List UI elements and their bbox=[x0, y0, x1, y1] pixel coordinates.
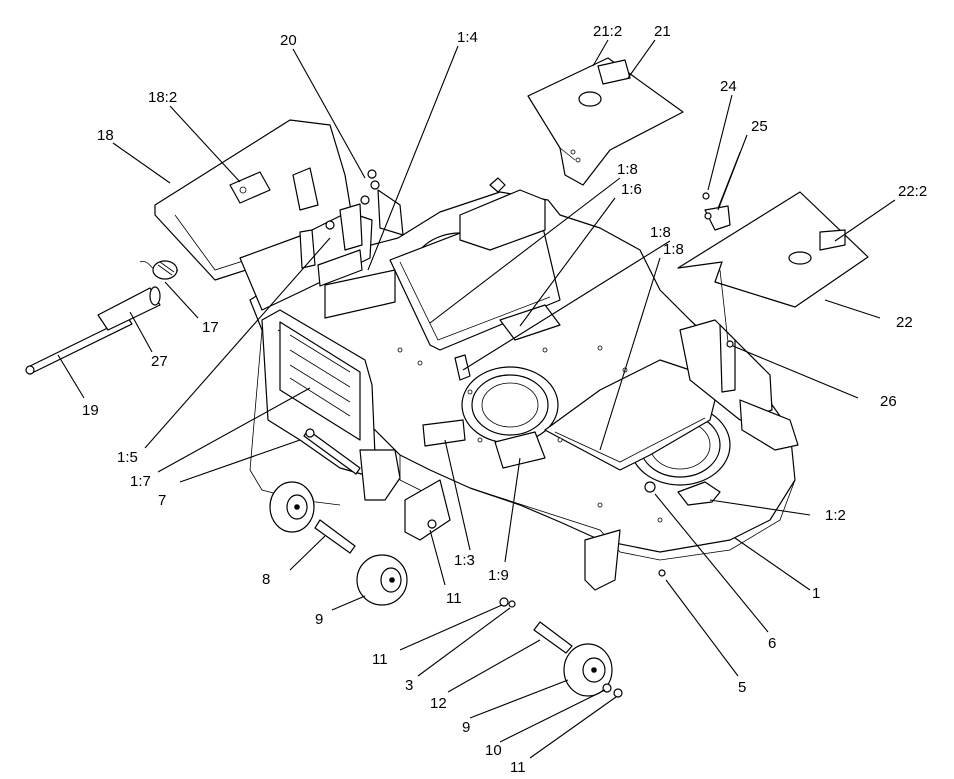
callout-1-8a: 1:8 bbox=[617, 161, 638, 178]
callout-11c: 11 bbox=[510, 759, 526, 776]
callout-25: 25 bbox=[751, 118, 768, 135]
callout-9b: 9 bbox=[462, 719, 470, 736]
callout-1-7: 1:7 bbox=[130, 473, 151, 490]
callout-1-9: 1:9 bbox=[488, 567, 509, 584]
callout-18: 18 bbox=[97, 127, 114, 144]
callout-21: 21 bbox=[654, 23, 671, 40]
callout-11b: 11 bbox=[372, 651, 388, 668]
callout-10: 10 bbox=[485, 742, 502, 759]
callout-17: 17 bbox=[202, 319, 219, 336]
callout-7: 7 bbox=[158, 492, 166, 509]
callout-1: 1 bbox=[812, 585, 820, 602]
side-decal bbox=[279, 321, 361, 441]
decal-1-2 bbox=[677, 481, 721, 506]
callout-19: 19 bbox=[82, 402, 99, 419]
axle-pin-7 bbox=[303, 428, 361, 475]
rear-wheel bbox=[563, 643, 613, 697]
callout-1-8b: 1:8 bbox=[650, 224, 671, 241]
hardware-small bbox=[427, 481, 666, 698]
decal-1-3 bbox=[422, 419, 466, 447]
spacer-27 bbox=[97, 286, 161, 331]
axle-8 bbox=[314, 519, 356, 554]
callout-22: 22 bbox=[896, 314, 913, 331]
decal-1-8-a bbox=[454, 354, 471, 381]
callout-1-3: 1:3 bbox=[454, 552, 475, 569]
callout-1-2: 1:2 bbox=[825, 507, 846, 524]
belt-cover-22 bbox=[677, 191, 869, 308]
callout-8: 8 bbox=[262, 571, 270, 588]
callout-1-4: 1:4 bbox=[457, 29, 478, 46]
callout-1-8c: 1:8 bbox=[663, 241, 684, 258]
callout-5: 5 bbox=[738, 679, 746, 696]
callout-24: 24 bbox=[720, 78, 737, 95]
callout-6: 6 bbox=[768, 635, 776, 652]
callout-9a: 9 bbox=[315, 611, 323, 628]
callout-26: 26 bbox=[880, 393, 897, 410]
latch-25 bbox=[704, 151, 741, 231]
callout-3: 3 bbox=[405, 677, 413, 694]
front-wheel-right bbox=[356, 554, 408, 606]
spring-17 bbox=[139, 260, 179, 280]
decal-1-9 bbox=[494, 431, 546, 469]
callout-27: 27 bbox=[151, 353, 168, 370]
callout-1-6: 1:6 bbox=[621, 181, 642, 198]
callout-21-2: 21:2 bbox=[593, 23, 622, 40]
pivot-rod-19 bbox=[25, 317, 133, 375]
callout-1-5: 1:5 bbox=[117, 449, 138, 466]
bolt-26 bbox=[719, 269, 734, 348]
front-wheel-left bbox=[269, 481, 315, 533]
decal-1-4 bbox=[324, 269, 396, 319]
callout-12: 12 bbox=[430, 695, 447, 712]
hinge-bracket-left bbox=[239, 189, 404, 311]
hardware-nuts-20 bbox=[325, 169, 380, 230]
callout-18-2: 18:2 bbox=[148, 89, 177, 106]
bolt-24 bbox=[702, 192, 710, 200]
callout-20: 20 bbox=[280, 32, 297, 49]
callout-labels: 21:2 21 20 1:4 18:2 24 25 18 1:8 1:6 22:… bbox=[82, 23, 927, 776]
leader-lines bbox=[57, 39, 896, 759]
callout-11a: 11 bbox=[446, 590, 462, 607]
belt-cover-21 bbox=[527, 57, 684, 186]
axle-12 bbox=[533, 621, 573, 654]
callout-22-2: 22:2 bbox=[898, 183, 927, 200]
decal-1-6 bbox=[499, 304, 561, 341]
blade-opening-center bbox=[461, 366, 559, 444]
